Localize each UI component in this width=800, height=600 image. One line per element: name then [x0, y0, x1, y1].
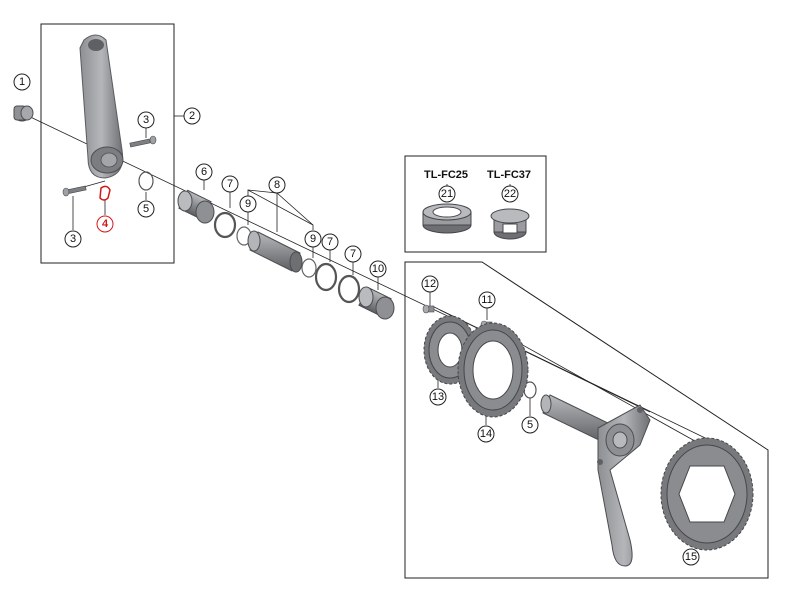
bb-spacer-3 — [337, 274, 361, 304]
left-crank-arm — [79, 34, 124, 179]
bb-spacer-1 — [213, 211, 237, 239]
middle-chainring — [457, 322, 529, 418]
callout-12: 12 — [424, 278, 436, 290]
callout-5-right: 5 — [527, 419, 533, 431]
pinch-bolt-upper — [129, 135, 157, 148]
tools-box-frame — [404, 155, 547, 253]
pinch-bolt-lower — [62, 185, 87, 197]
left-crank-group-frame — [40, 23, 175, 264]
tool-label-tl-fc25: TL-FC25 — [424, 169, 468, 181]
callout-7-c: 7 — [350, 248, 356, 260]
right-crank-group-frame — [404, 261, 769, 579]
callout-9-b: 9 — [310, 233, 316, 245]
callout-2: 2 — [189, 110, 195, 122]
right-crank-arm-with-spindle — [540, 394, 651, 567]
callout-7-b: 7 — [327, 236, 333, 248]
callout-8: 8 — [274, 179, 280, 191]
callout-6: 6 — [201, 166, 207, 178]
bb-spacer-2 — [314, 262, 338, 292]
callout-3-lower: 3 — [70, 233, 76, 245]
o-ring-left — [138, 171, 154, 191]
tool-tl-fc25 — [422, 203, 472, 234]
callout-14: 14 — [480, 428, 492, 440]
tool-tl-fc37 — [490, 208, 530, 240]
right-bottom-bracket-cup — [358, 286, 395, 320]
callout-9-a: 9 — [245, 198, 251, 210]
callout-1: 1 — [19, 76, 25, 88]
assembly-axis-lines — [21, 112, 731, 456]
callouts: 1 2 3 3 4 5 5 6 7 7 7 8 9 9 10 11 12 13 … — [13, 73, 700, 566]
callout-15: 15 — [685, 551, 697, 563]
large-chainring — [660, 437, 754, 551]
callout-21: 21 — [441, 188, 453, 200]
crank-arm-fixing-bolt — [13, 105, 34, 122]
tool-label-tl-fc37: TL-FC37 — [487, 169, 531, 181]
callout-4: 4 — [102, 218, 109, 230]
callout-7-a: 7 — [227, 178, 233, 190]
callout-11: 11 — [481, 294, 492, 306]
chainring-bolt-12 — [422, 304, 435, 314]
safety-plate-highlighted — [99, 185, 111, 201]
bottom-bracket-sleeve — [247, 230, 303, 273]
callout-22: 22 — [504, 188, 516, 200]
callout-13: 13 — [432, 391, 444, 403]
callout-10: 10 — [372, 263, 384, 275]
callout-5-left: 5 — [143, 203, 149, 215]
left-bottom-bracket-cup — [177, 189, 215, 224]
callout-3-upper: 3 — [143, 114, 149, 126]
thin-ring-2 — [301, 258, 317, 278]
